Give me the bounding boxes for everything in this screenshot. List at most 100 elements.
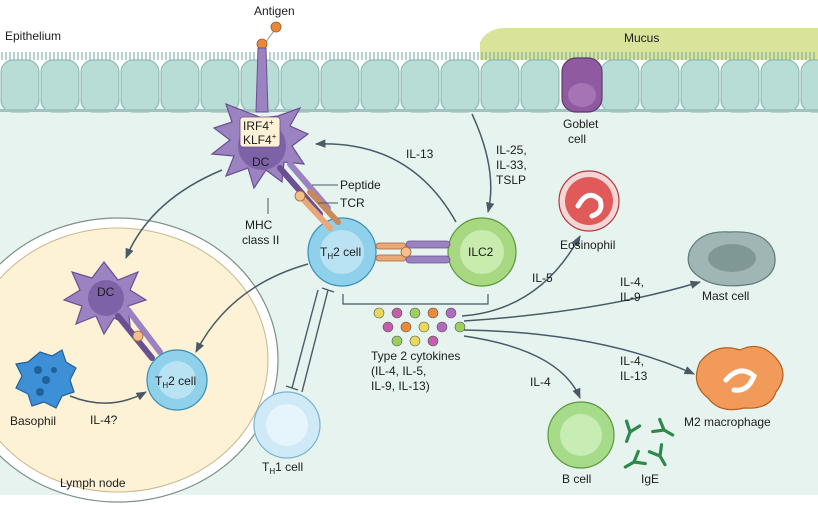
epithelial-cell bbox=[280, 59, 320, 113]
epithelial-cell bbox=[160, 59, 200, 113]
m2-macrophage-cell bbox=[695, 345, 784, 411]
epithelial-cell bbox=[40, 59, 80, 113]
peptide-label: Peptide bbox=[340, 178, 381, 192]
th2-ilc2-receptor bbox=[375, 240, 451, 264]
lymph-node bbox=[0, 217, 279, 503]
epithelial-cell bbox=[440, 59, 480, 113]
eosinophil-cell bbox=[558, 170, 620, 232]
epithelial-cell bbox=[640, 59, 680, 113]
cytokine-dot bbox=[454, 321, 466, 333]
ige-antibody bbox=[647, 443, 667, 467]
goblet-cell-label-line1: Goblet bbox=[563, 117, 599, 131]
antigen-particle bbox=[256, 21, 282, 50]
cytokine-dot bbox=[445, 307, 457, 319]
cytokines-label-line2: (IL-4, IL-5, bbox=[371, 364, 426, 378]
cytokines-label-line1: Type 2 cytokines bbox=[371, 349, 460, 363]
mast-cell bbox=[687, 231, 776, 287]
mast-il4-label: IL-4, bbox=[620, 275, 644, 289]
cytokine-dot bbox=[409, 307, 421, 319]
cytokine-dot bbox=[409, 335, 421, 347]
cytokine-dot bbox=[418, 321, 430, 333]
th2-tissue-label: TH2 cell bbox=[320, 245, 361, 261]
epithelium-label: Epithelium bbox=[5, 29, 61, 43]
cytokine-dot bbox=[373, 307, 385, 319]
th2-tissue-suffix: 2 cell bbox=[333, 245, 361, 259]
irf4-text: IRF4 bbox=[243, 119, 269, 133]
epithelial-cell bbox=[480, 59, 520, 113]
arrow-ilc2-to-dc-il13 bbox=[314, 139, 457, 223]
epithelial-cell bbox=[320, 59, 360, 113]
arrow-to-eosinophil bbox=[461, 235, 581, 317]
th2-cell-tissue bbox=[307, 217, 377, 287]
th1-suffix: 1 cell bbox=[275, 460, 303, 474]
ige-label: IgE bbox=[641, 472, 659, 486]
th2-lymph-node-label: TH2 cell bbox=[155, 374, 196, 390]
arrow-epithelium-to-ilc2 bbox=[471, 113, 495, 214]
arrow-to-m2-macrophage bbox=[463, 329, 695, 375]
irf4-label: IRF4+ bbox=[243, 118, 274, 133]
mhc-tcr-complex-top bbox=[277, 161, 341, 231]
th1-t: T bbox=[262, 460, 270, 474]
cytokine-dot bbox=[427, 335, 439, 347]
basophil-cell bbox=[15, 349, 77, 409]
lymph-node-label: Lymph node bbox=[60, 476, 126, 490]
b-cell bbox=[547, 401, 615, 469]
th2-cell-lymph-node bbox=[146, 349, 208, 411]
white-bottom bbox=[0, 495, 818, 505]
cytokine-dot bbox=[400, 321, 412, 333]
th2-ln-suffix: 2 cell bbox=[168, 374, 196, 388]
epithelial-cell bbox=[360, 59, 400, 113]
epithelial-cell bbox=[200, 59, 240, 113]
arrow-dc-to-lymph-node bbox=[125, 169, 223, 259]
arrow-to-mast-cell bbox=[463, 280, 702, 322]
ige-antibody bbox=[651, 417, 675, 437]
klf4-label: KLF4+ bbox=[243, 132, 277, 147]
cytokine-dot bbox=[427, 307, 439, 319]
m2-macrophage-label: M2 macrophage bbox=[684, 415, 771, 429]
th1-cell bbox=[253, 391, 321, 459]
dendritic-cell-lymph-node bbox=[62, 261, 148, 336]
epithelial-cell bbox=[760, 59, 800, 113]
epithelial-cell bbox=[680, 59, 720, 113]
epithelial-cell bbox=[800, 59, 818, 113]
cytokines-label-line3: IL-9, IL-13) bbox=[371, 379, 430, 393]
cytokine-bracket bbox=[342, 294, 489, 305]
th1-h: H bbox=[269, 467, 275, 476]
ilc2-label: ILC2 bbox=[468, 245, 494, 259]
epithelial-cell bbox=[120, 59, 160, 113]
cytokine-dot bbox=[391, 307, 403, 319]
dc-lymph-node-label: DC bbox=[97, 285, 115, 299]
goblet-cell-label-line2: cell bbox=[568, 132, 586, 146]
ige-antibody bbox=[623, 449, 647, 469]
bcell-il4-label: IL-4 bbox=[530, 375, 551, 389]
cytokine-dot bbox=[382, 321, 394, 333]
klf4-text: KLF4 bbox=[243, 133, 272, 147]
mac-il13-label: IL-13 bbox=[620, 369, 648, 383]
th2-ln-h: H bbox=[162, 381, 168, 390]
il33-label: IL-33, bbox=[496, 158, 527, 172]
mucus-label: Mucus bbox=[624, 31, 659, 45]
il5-label: IL-5 bbox=[532, 271, 553, 285]
epithelial-cell bbox=[80, 59, 120, 113]
mhc-label-line2: class II bbox=[242, 233, 279, 247]
il13-label: IL-13 bbox=[406, 147, 434, 161]
th2-th1-inhibition bbox=[285, 287, 335, 393]
dendritic-cell-epithelium bbox=[210, 47, 310, 190]
tcr-label: TCR bbox=[340, 196, 365, 210]
epithelial-cell bbox=[0, 59, 40, 113]
antigen-label: Antigen bbox=[254, 4, 295, 18]
tslp-label: TSLP bbox=[496, 173, 526, 187]
cytokine-dot bbox=[391, 335, 403, 347]
mast-cell-label: Mast cell bbox=[702, 289, 749, 303]
klf4-plus: + bbox=[272, 132, 277, 141]
type-2-cytokine-dots bbox=[373, 307, 466, 347]
epithelium-layer bbox=[0, 52, 818, 113]
ige-antibody bbox=[624, 419, 642, 443]
th2-ln-t: T bbox=[155, 374, 163, 388]
epithelial-cell bbox=[720, 59, 760, 113]
cytokine-dot bbox=[436, 321, 448, 333]
arrow-to-b-cell bbox=[463, 335, 581, 399]
th1-label: TH1 cell bbox=[262, 460, 303, 476]
mhc-label-line1: MHC bbox=[245, 218, 273, 232]
